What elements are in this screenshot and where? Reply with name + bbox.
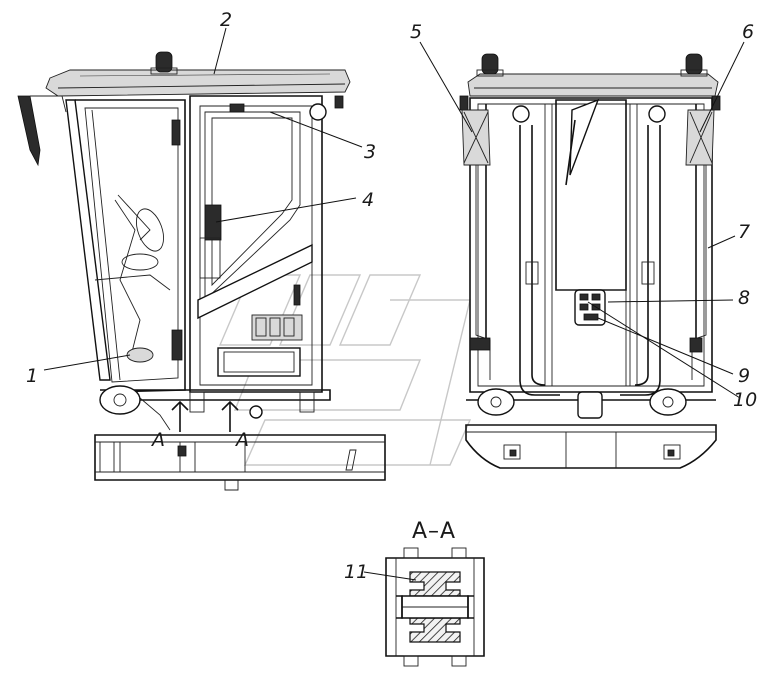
cab-side-view (17, 51, 386, 491)
callout-labels: 1 2 3 4 5 6 7 8 9 10 11 (26, 9, 757, 583)
callout-2: 2 (220, 9, 232, 31)
section-a-a-detail (385, 547, 485, 667)
callout-6: 6 (742, 21, 754, 43)
section-mark-right: A (234, 429, 249, 451)
leader-lines (43, 27, 745, 581)
callout-3: 3 (364, 141, 376, 163)
cab-front-view (459, 53, 721, 469)
callout-1: 1 (26, 365, 38, 387)
section-marks: A A A–A (150, 429, 456, 544)
callout-11: 11 (344, 561, 368, 583)
section-mark-left: A (150, 429, 165, 451)
callout-9: 9 (738, 365, 750, 387)
callout-10: 10 (733, 389, 757, 411)
callout-4: 4 (362, 189, 374, 211)
section-detail-title: A–A (412, 519, 456, 544)
callout-8: 8 (738, 287, 750, 309)
callout-7: 7 (738, 221, 750, 243)
callout-5: 5 (410, 21, 422, 43)
